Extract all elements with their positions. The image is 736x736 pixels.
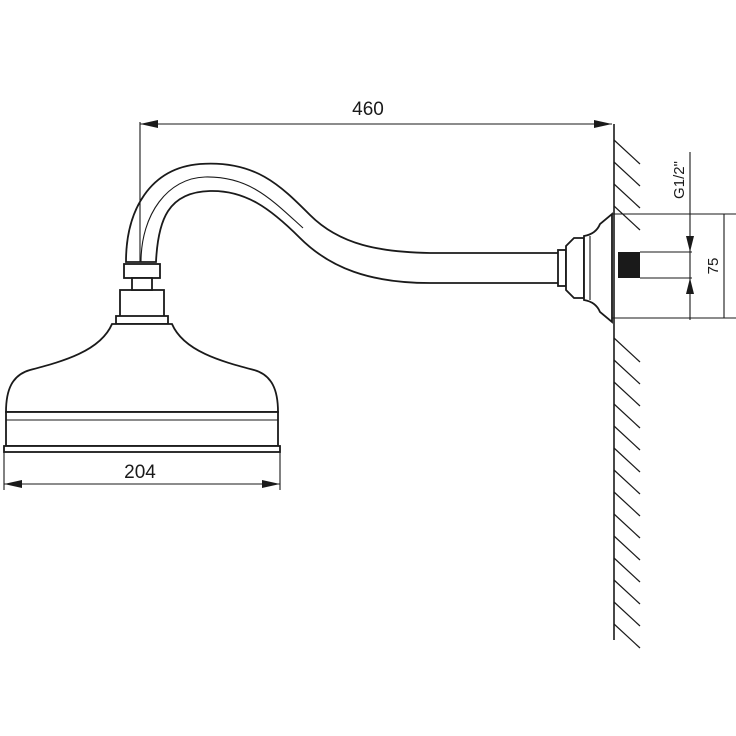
head-rim: [5, 411, 279, 447]
thread-label: G1/2": [671, 161, 688, 199]
hatch-line: [613, 447, 641, 473]
head-dome: [5, 323, 279, 413]
arrow-right: [262, 480, 280, 488]
hatch-line: [613, 425, 641, 451]
shower-head: [3, 263, 281, 453]
wall-hatching: [613, 139, 641, 649]
dimension-arm-length: 460: [139, 99, 612, 262]
head-diameter-label: 204: [124, 462, 156, 483]
hatch-line: [613, 491, 641, 517]
wall: [613, 124, 641, 649]
wall-flange: [557, 212, 692, 324]
dimension-rosette: 75: [612, 213, 736, 319]
hatch-line: [613, 205, 641, 231]
connector-base: [115, 315, 169, 325]
dimension-thread: G1/2": [671, 152, 694, 320]
connector-top: [123, 263, 161, 279]
head-face-plate: [3, 445, 281, 453]
flange-collar: [565, 237, 585, 299]
arrow-left: [140, 120, 158, 128]
arrow-bottom: [686, 278, 694, 294]
flange-rosette: [583, 212, 613, 324]
arrow-right: [594, 120, 612, 128]
arm-length-label: 460: [352, 99, 384, 120]
hatch-line: [613, 183, 641, 209]
hatch-line: [613, 469, 641, 495]
hatch-line: [613, 139, 641, 165]
hatch-line: [613, 161, 641, 187]
hatch-line: [613, 601, 641, 627]
hatch-line: [613, 381, 641, 407]
hatch-line: [613, 337, 641, 363]
dimension-head-diameter: 204: [3, 452, 281, 490]
shower-arm: [125, 162, 561, 284]
hatch-line: [613, 535, 641, 561]
hatch-line: [613, 359, 641, 385]
hatch-line: [613, 513, 641, 539]
hatch-line: [613, 579, 641, 605]
hatch-line: [613, 623, 641, 649]
arrow-top: [686, 236, 694, 252]
arm-centerline: [140, 176, 304, 263]
flange-ring-1: [557, 249, 567, 287]
arm-tube: [125, 162, 561, 284]
thread-connection: [618, 252, 640, 278]
arrow-left: [4, 480, 22, 488]
hatch-line: [613, 557, 641, 583]
connector-neck: [131, 277, 153, 291]
hatch-line: [613, 403, 641, 429]
rosette-label: 75: [705, 258, 722, 275]
connector-nut: [119, 289, 165, 319]
